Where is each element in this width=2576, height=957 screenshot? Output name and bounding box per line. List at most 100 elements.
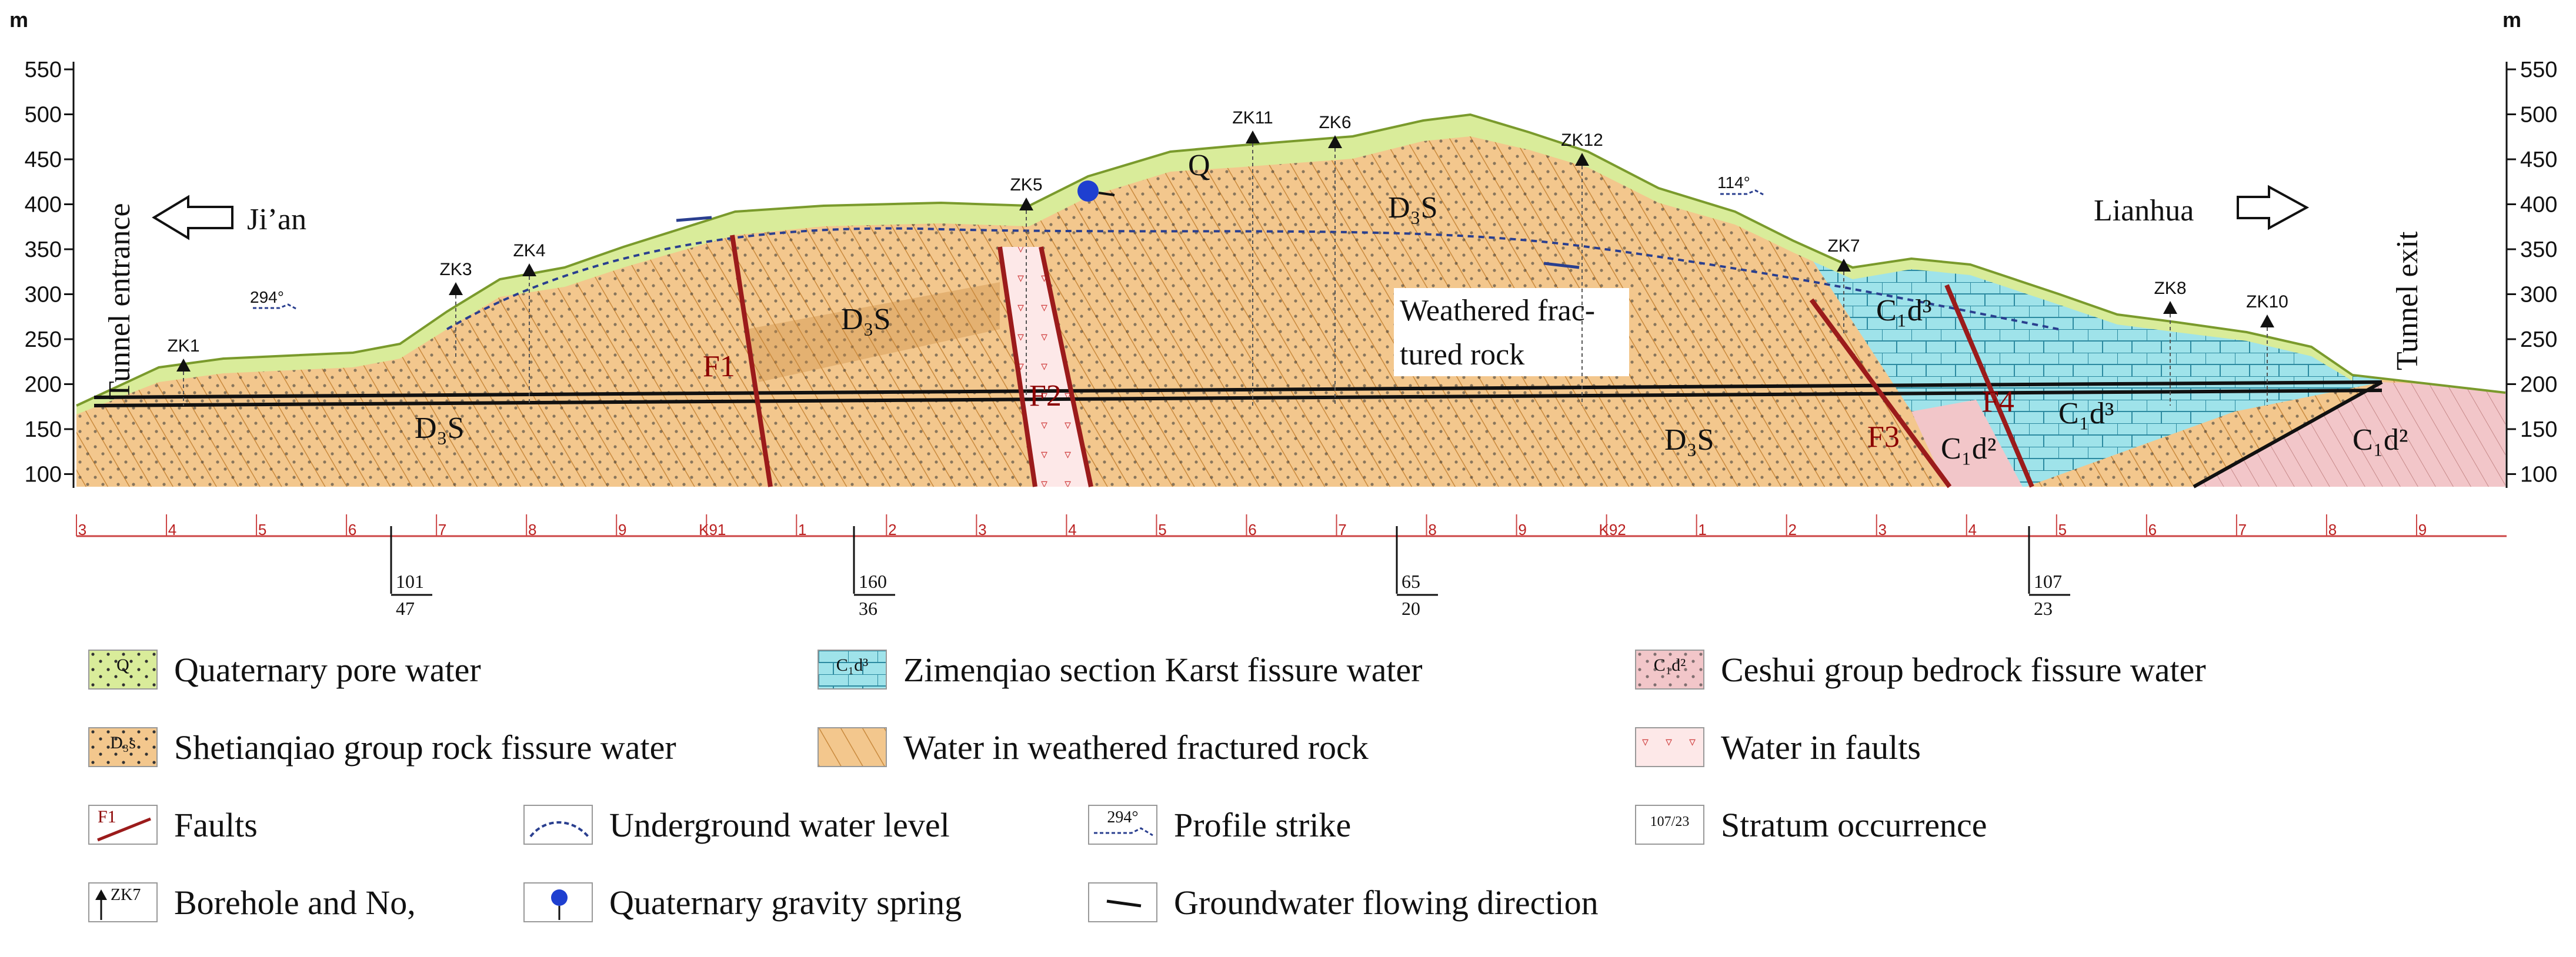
legend-label: Shetianqiao group rock fissure water <box>174 728 676 767</box>
chainage-label: 9 <box>2418 521 2427 538</box>
elevation-tick-label: 250 <box>25 327 62 352</box>
chainage-label: 9 <box>1518 521 1526 538</box>
borehole-icon: ZK7 <box>88 882 158 922</box>
elevation-tick-label: 550 <box>2520 58 2557 82</box>
occurrence-dip-direction: 65 <box>1402 571 1420 592</box>
chainage-label: 9 <box>618 521 626 538</box>
borehole-label: ZK5 <box>1010 175 1042 195</box>
strike-east-icon <box>1720 189 1765 196</box>
strike-icon-label: 294° <box>1107 808 1139 826</box>
ceshui-swatch: C₁d² <box>1635 650 1704 690</box>
ceshui-zone-a <box>1911 400 2023 487</box>
borehole-label: ZK12 <box>1561 130 1603 150</box>
borehole-marker-icon <box>522 263 536 276</box>
borehole-marker-icon <box>1575 153 1589 166</box>
legend-label: Ceshui group bedrock fissure water <box>1721 650 2206 689</box>
chainage-label: 6 <box>1248 521 1256 538</box>
borehole-label: ZK3 <box>439 260 472 279</box>
ceshui-swatch-label: C₁d² <box>1653 655 1686 675</box>
borehole-label: ZK10 <box>2246 292 2288 312</box>
stratum-label-c1d3-a: C₁d³ <box>1876 294 1931 327</box>
chainage-label: 3 <box>1878 521 1887 538</box>
chainage-label: 6 <box>2148 521 2157 538</box>
elevation-tick-label: 500 <box>25 103 62 128</box>
stratum-label-d3s-top: D₃S <box>1388 191 1438 225</box>
borehole-label: ZK6 <box>1319 113 1351 132</box>
elevation-tick-label: 100 <box>2520 463 2557 487</box>
karst-swatch-label: C₁d³ <box>836 655 869 675</box>
legend-karst: C₁d³ Zimenqiao section Karst fissure wat… <box>817 650 1423 690</box>
right-unit-label: m <box>2502 8 2521 32</box>
elevation-tick-label: 450 <box>2520 148 2557 172</box>
chainage-label: 3 <box>978 521 986 538</box>
chainage-label: 4 <box>168 521 176 538</box>
occurrence-dip: 23 <box>2034 598 2053 619</box>
chainage-label: 4 <box>1968 521 1977 538</box>
legend-shetianqiao: D₃s Shetianqiao group rock fissure water <box>88 727 676 767</box>
gravity-spring-icon <box>1077 180 1099 202</box>
spring-outflow-icon <box>1098 192 1115 196</box>
weathered-label-box <box>1394 288 1629 376</box>
weathered-swatch <box>817 727 887 767</box>
quaternary-swatch-label: Q <box>116 655 129 675</box>
shetianqiao-swatch-label: D₃s <box>110 733 136 752</box>
chainage-label: 5 <box>2058 521 2067 538</box>
elevation-tick-label: 150 <box>25 417 62 442</box>
fault-water-swatch <box>1635 727 1704 767</box>
occurrence-dip: 36 <box>859 598 877 619</box>
stratum-boundary <box>2193 380 2383 488</box>
weathered-label-line2: tured rock <box>1400 338 1524 372</box>
elevation-tick-label: 250 <box>2520 327 2557 352</box>
elevation-tick-label: 550 <box>25 58 62 82</box>
flow-direction-icon-2 <box>1543 262 1580 269</box>
chainage-label: 8 <box>1428 521 1436 538</box>
legend-borehole: ZK7 Borehole and No, <box>88 882 416 922</box>
chainage-label: 5 <box>258 521 266 538</box>
quaternary-swatch: Q <box>88 650 158 690</box>
legend-profile-strike: 294° Profile strike <box>1088 805 1351 845</box>
stratum-label-d3s-mid: D₃S <box>841 303 891 336</box>
legend-faults: F1 Faults <box>88 805 258 845</box>
chainage-label: 2 <box>1788 521 1796 538</box>
strike-west-label: 294° <box>250 288 284 306</box>
legend-label: Faults <box>174 805 258 844</box>
elevation-tick-label: 200 <box>25 373 62 397</box>
legend-stratum-occurrence: 107/23 Stratum occurrence <box>1635 805 1987 845</box>
chainage-label: 3 <box>78 521 86 538</box>
stratum-occurrence-icon: 107/23 <box>1635 805 1704 845</box>
legend-weathered: Water in weathered fractured rock <box>817 727 1369 767</box>
fault-f2-line <box>997 246 1037 487</box>
elevation-tick-label: 400 <box>25 193 62 218</box>
borehole-marker-icon <box>1246 130 1260 143</box>
legend-flow-direction: Groundwater flowing direction <box>1088 882 1599 922</box>
occurrence-dip-direction: 101 <box>396 571 424 592</box>
karst-swatch: C₁d³ <box>817 650 887 690</box>
flow-direction-icon <box>676 216 712 222</box>
quaternary-label: Q <box>1188 149 1210 182</box>
legend-label: Water in faults <box>1721 728 1921 767</box>
chainage-label: 2 <box>888 521 896 538</box>
strike-east-label: 114° <box>1717 173 1750 192</box>
legend-label: Underground water level <box>609 805 950 844</box>
borehole-marker-icon <box>1019 198 1033 210</box>
chainage-label: 4 <box>1068 521 1076 538</box>
tunnel-exit-label: Tunnel exit <box>2391 231 2424 370</box>
occurrence-dip: 47 <box>396 598 415 619</box>
occurrence-dip-direction: 160 <box>859 571 887 592</box>
legend-label: Zimenqiao section Karst fissure water <box>903 650 1423 689</box>
fault-icon-label: F1 <box>98 807 116 826</box>
elevation-tick-label: 450 <box>25 148 62 172</box>
tunnel-line-bottom <box>94 389 2383 407</box>
borehole-label: ZK8 <box>2154 279 2186 298</box>
fault-f2-label: F2 <box>1029 379 1062 413</box>
legend-fault-water: Water in faults <box>1635 727 1921 767</box>
fault-line-icon: F1 <box>88 805 158 845</box>
borehole-marker-icon <box>1837 259 1851 272</box>
borehole-icon-label: ZK7 <box>111 886 141 904</box>
legend-label: Borehole and No, <box>174 883 416 922</box>
flow-direction-swatch <box>1088 882 1157 922</box>
